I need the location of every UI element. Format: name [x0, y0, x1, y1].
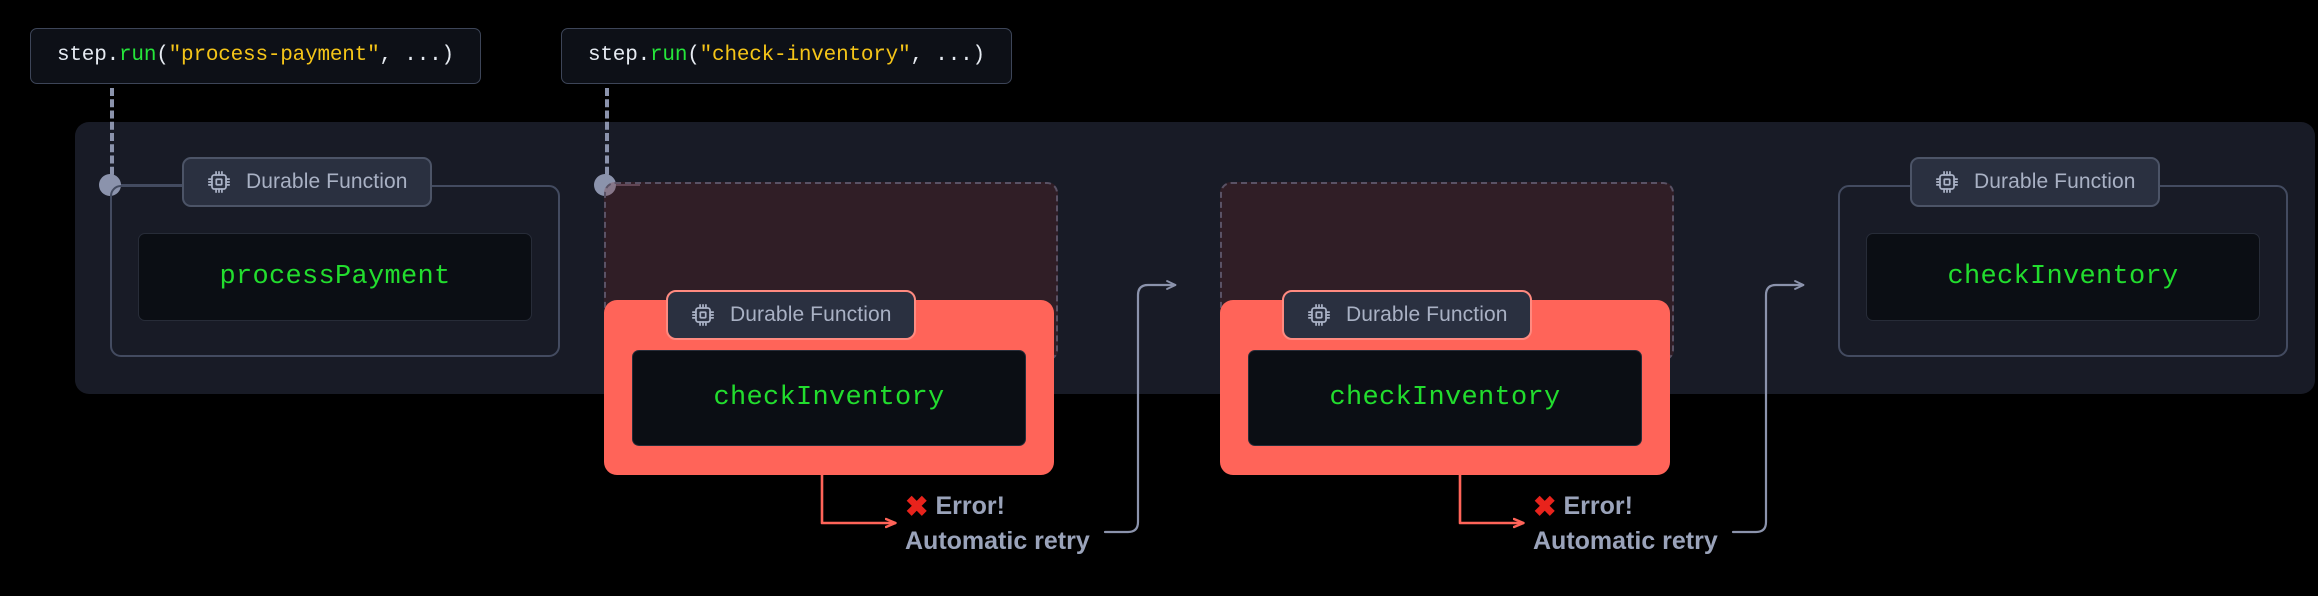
step-process-payment[interactable]: Durable Function processPayment [110, 157, 560, 357]
code-argument: "process-payment" [168, 44, 380, 67]
function-name: checkInventory [1329, 383, 1561, 413]
function-terminal-card: checkInventory [632, 350, 1026, 446]
cpu-chip-icon [690, 302, 716, 328]
code-callout-check-inventory: step.run("check-inventory", ...) [561, 28, 1012, 85]
badge-label: Durable Function [730, 303, 892, 326]
error-label: Error! [1563, 492, 1633, 520]
error-line: ✖ Error! [1533, 492, 1718, 521]
error-elbow-arrow-2 [1458, 466, 1523, 523]
function-terminal-card: processPayment [138, 233, 532, 321]
badge-label: Durable Function [1974, 170, 2136, 193]
badge-label: Durable Function [246, 170, 408, 193]
code-object: step [588, 44, 638, 67]
cpu-chip-icon [206, 169, 232, 195]
retry-label: Automatic retry [905, 527, 1090, 555]
code-rest: , ...) [910, 44, 985, 67]
code-dot: . [637, 44, 651, 67]
durable-function-badge: Durable Function [1282, 290, 1532, 340]
durable-function-badge: Durable Function [666, 290, 916, 340]
step-check-inventory-attempt-2[interactable]: Durable Function checkInventory [1220, 182, 1674, 475]
durable-function-badge: Durable Function [1910, 157, 2160, 207]
code-callout-process-payment: step.run("process-payment", ...) [30, 28, 481, 85]
code-dot: . [106, 44, 120, 67]
callout-dropper-2 [605, 88, 609, 186]
code-method: run [119, 44, 157, 67]
code-open-paren: ( [687, 44, 700, 67]
code-argument: "check-inventory" [699, 44, 911, 67]
durable-function-badge: Durable Function [182, 157, 432, 207]
error-x-icon: ✖ [905, 490, 929, 522]
code-object: step [57, 44, 107, 67]
cpu-chip-icon [1934, 169, 1960, 195]
error-x-icon: ✖ [1533, 490, 1557, 522]
code-method: run [650, 44, 688, 67]
step-check-inventory-success[interactable]: Durable Function checkInventory [1838, 157, 2288, 357]
function-name: checkInventory [1947, 262, 2179, 292]
code-open-paren: ( [156, 44, 169, 67]
error-annotation-1: ✖ Error! Automatic retry [905, 492, 1090, 556]
function-terminal-card: checkInventory [1866, 233, 2260, 321]
badge-label: Durable Function [1346, 303, 1508, 326]
code-rest: , ...) [379, 44, 454, 67]
error-line: ✖ Error! [905, 492, 1090, 521]
function-name: processPayment [219, 262, 451, 292]
cpu-chip-icon [1306, 302, 1332, 328]
function-terminal-card: checkInventory [1248, 350, 1642, 446]
error-elbow-arrow-1 [820, 466, 895, 523]
callout-dropper-1 [110, 88, 114, 186]
step-check-inventory-attempt-1[interactable]: Durable Function checkInventory [604, 182, 1058, 475]
retry-label: Automatic retry [1533, 527, 1718, 555]
error-annotation-2: ✖ Error! Automatic retry [1533, 492, 1718, 556]
error-label: Error! [935, 492, 1005, 520]
function-name: checkInventory [713, 383, 945, 413]
